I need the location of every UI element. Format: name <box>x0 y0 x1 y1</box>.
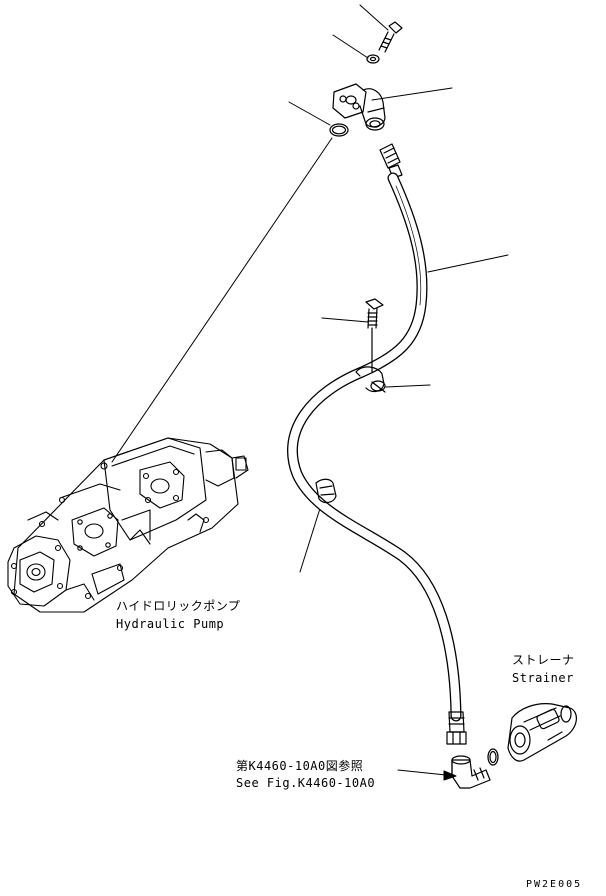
o-ring-top <box>329 123 349 137</box>
strainer-label-jp: ストレーナ <box>512 653 575 667</box>
leader-hose-sleeve <box>299 501 323 573</box>
washer-top <box>366 54 380 64</box>
drawing-code: PW2E005 <box>526 879 583 890</box>
fig-ref-label-en: See Fig.K4460-10A0 <box>236 776 376 790</box>
leader-elbow-flange <box>371 87 453 101</box>
leader-bolt-top <box>359 4 389 31</box>
leader-clamp-bolt <box>321 317 369 323</box>
elbow-flange <box>332 83 386 131</box>
fig-ref-label-jp: 第K4460-10A0図参照 <box>236 759 364 773</box>
elbow-fitting <box>451 755 491 789</box>
leader-pump-to-oring <box>111 137 333 463</box>
fig-ref-arrow-line <box>397 769 447 776</box>
bolt-top <box>378 21 403 53</box>
hydraulic-pump-label-en: Hydraulic Pump <box>116 617 225 631</box>
strainer <box>507 703 577 762</box>
leader-o-ring-top <box>288 101 331 126</box>
leader-hose-clamp <box>385 384 431 388</box>
hose-bottom-fitting <box>446 711 467 745</box>
hydraulic-pump-label-jp: ハイドロリックポンプ <box>116 599 241 613</box>
hose-clamp <box>355 366 386 393</box>
hydraulic-pump <box>7 437 249 613</box>
strainer-label-en: Strainer <box>512 671 574 685</box>
fig-ref-arrowhead <box>443 770 457 781</box>
leader-lines <box>111 4 509 781</box>
o-ring-bottom <box>487 748 499 766</box>
leader-hose <box>427 254 509 273</box>
hose <box>287 143 467 745</box>
leader-washer-top <box>332 34 369 59</box>
hose-sleeve <box>315 478 337 504</box>
clamp-bolt <box>365 298 384 373</box>
